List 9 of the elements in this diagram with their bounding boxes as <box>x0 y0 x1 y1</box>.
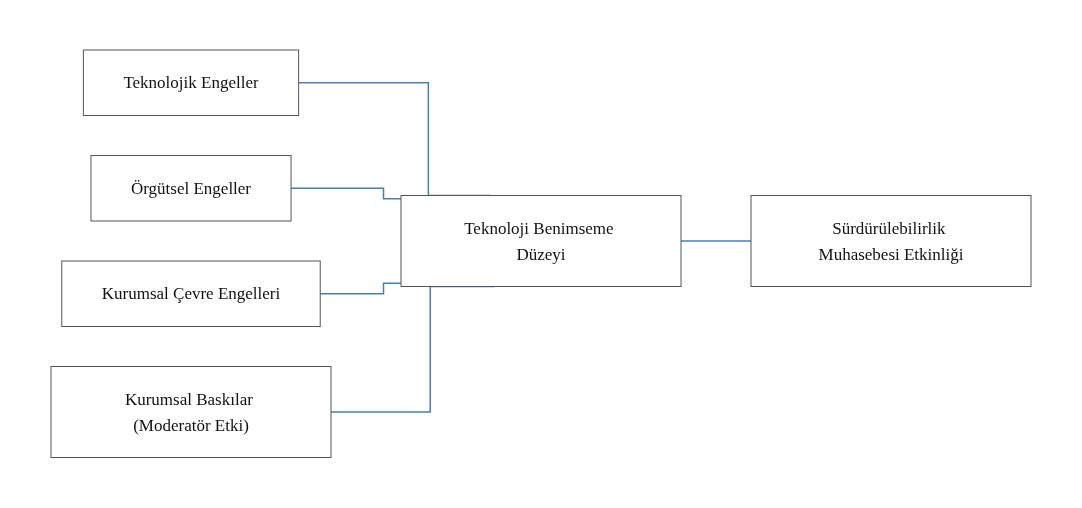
connector <box>680 240 752 242</box>
node-box: Kurumsal Çevre Engelleri <box>61 260 321 328</box>
node-box: Teknolojik Engeller <box>82 49 300 117</box>
connector <box>290 187 402 200</box>
connector <box>319 282 402 295</box>
node-box: Sürdürülebilirlik Muhasebesi Etkinliği <box>750 195 1032 288</box>
node-box: Örgütsel Engeller <box>90 155 292 222</box>
node-box: Kurumsal Baskılar (Moderatör Etki) <box>50 366 332 459</box>
node-box: Teknoloji Benimseme Düzeyi <box>400 195 682 288</box>
